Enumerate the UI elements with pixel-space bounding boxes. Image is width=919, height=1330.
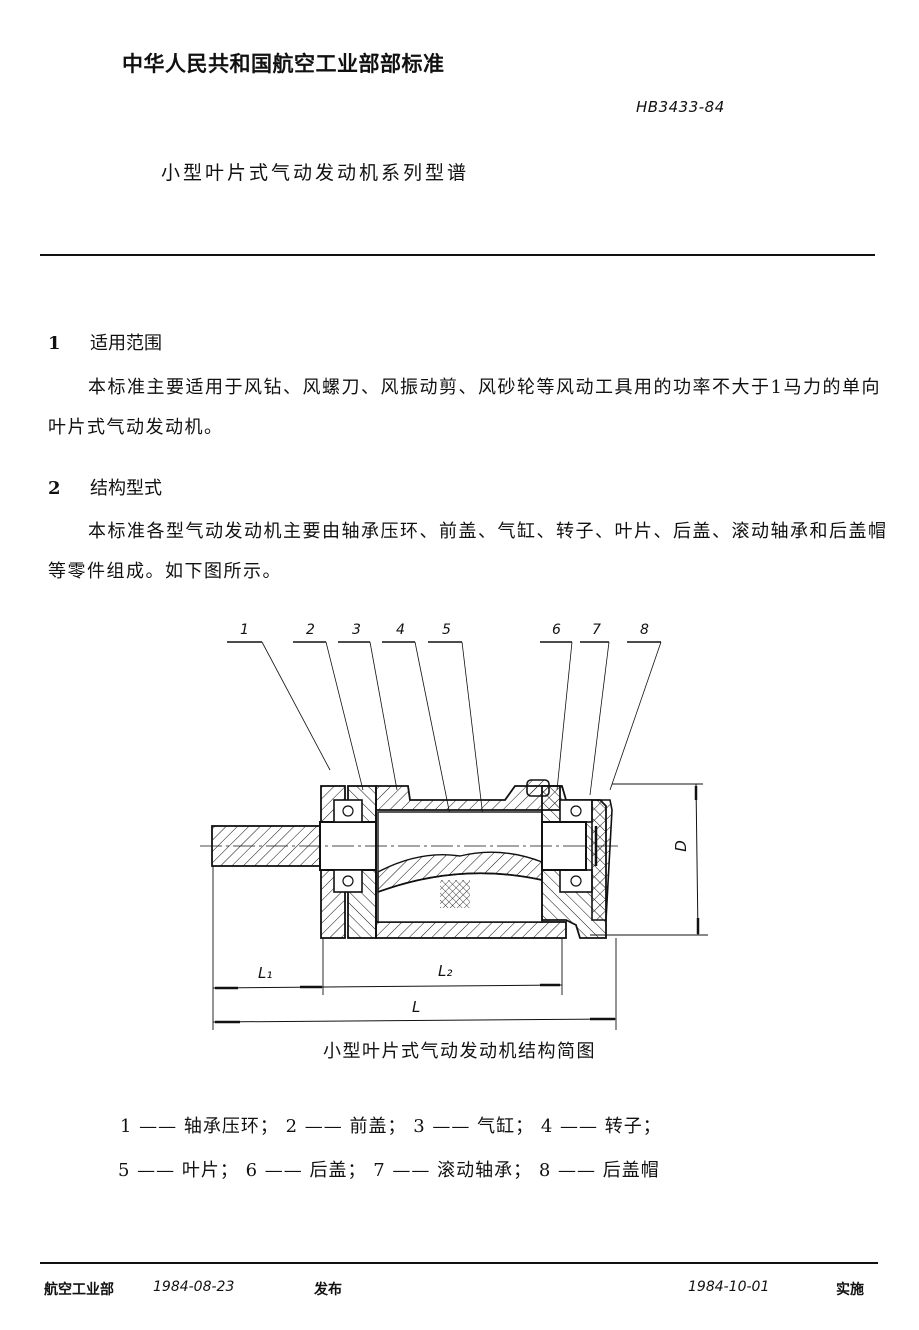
footer-divider: [40, 1262, 878, 1264]
issuer: 航空工业部: [44, 1282, 114, 1298]
svg-text:L: L: [412, 998, 420, 1016]
effective-date: 1984-10-01: [688, 1279, 770, 1295]
section-number: 2: [48, 478, 61, 499]
section-number: 1: [48, 333, 61, 354]
svg-text:2: 2: [306, 622, 315, 638]
section-title: 结构型式: [90, 478, 162, 499]
svg-text:D: D: [672, 840, 690, 852]
dimension-l1-l2: [212, 983, 563, 990]
svg-text:7: 7: [592, 622, 601, 638]
section-1-heading: 1 适用范围: [48, 329, 162, 355]
svg-text:4: 4: [396, 622, 405, 638]
issue-label: 发布: [314, 1282, 342, 1298]
section-2-body: 本标准各型气动发动机主要由轴承压环、前盖、气缸、转子、叶片、后盖、滚动轴承和后盖…: [48, 521, 888, 582]
standard-code: HB3433-84: [636, 98, 725, 116]
effective-label: 实施: [836, 1282, 864, 1298]
figure-legend-line-1: 1 —— 轴承压环； 2 —— 前盖； 3 —— 气缸； 4 —— 转子；: [120, 1116, 662, 1137]
engine-structure-diagram: 1 2 3 4 5 6 7 8: [200, 610, 730, 1040]
svg-text:L₁: L₁: [258, 964, 272, 982]
organization-title: 中华人民共和国航空工业部部标准: [122, 52, 445, 76]
section-1-body: 本标准主要适用于风钻、风螺刀、风振动剪、风砂轮等风动工具用的功率不大于1马力的单…: [48, 377, 881, 438]
section-title: 适用范围: [90, 333, 162, 354]
svg-text:L₂: L₂: [438, 962, 452, 980]
svg-text:6: 6: [552, 622, 561, 638]
svg-text:1: 1: [240, 622, 249, 638]
issue-date: 1984-08-23: [153, 1279, 235, 1295]
figure-caption: 小型叶片式气动发动机结构简图: [323, 1041, 596, 1062]
dimension-l: [212, 1017, 617, 1024]
svg-text:5: 5: [442, 622, 451, 638]
dimension-d: [590, 783, 708, 936]
svg-text:8: 8: [640, 622, 649, 638]
callout-labels: 1 2 3 4 5 6 7 8: [240, 622, 649, 638]
svg-text:3: 3: [352, 622, 361, 638]
header-divider: [40, 254, 875, 256]
figure-legend-line-2: 5 —— 叶片； 6 —— 后盖； 7 —— 滚动轴承； 8 —— 后盖帽: [118, 1160, 660, 1181]
document-title: 小型叶片式气动发动机系列型谱: [161, 162, 470, 184]
section-2-heading: 2 结构型式: [48, 474, 162, 500]
